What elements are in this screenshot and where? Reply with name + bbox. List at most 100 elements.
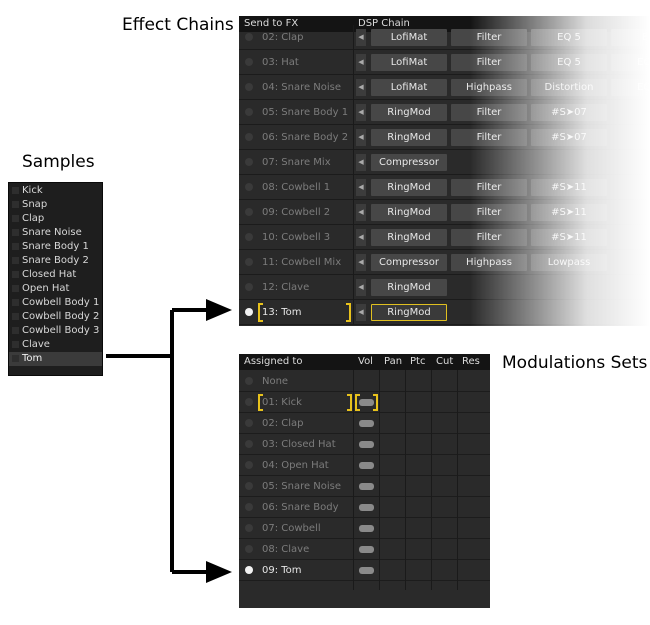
scroll-left-arrow-icon[interactable]: ◀ bbox=[356, 304, 366, 321]
sample-checkbox[interactable] bbox=[12, 187, 19, 194]
sample-item[interactable]: Closed Hat bbox=[9, 268, 102, 282]
row-indicator-led bbox=[245, 545, 253, 553]
modulation-row[interactable]: 03: Closed Hat bbox=[239, 434, 490, 455]
effect-chain-row[interactable]: 07: Snare Mix◀Compressor bbox=[239, 150, 650, 175]
ptc-header: Ptc bbox=[410, 356, 426, 367]
sample-item[interactable]: Clave bbox=[9, 338, 102, 352]
sample-checkbox[interactable] bbox=[12, 271, 19, 278]
chain-name: 11: Cowbell Mix bbox=[262, 257, 342, 268]
modulation-sets-title: Modulations Sets bbox=[502, 353, 648, 373]
column-divider bbox=[353, 150, 354, 175]
sample-item[interactable]: Cowbell Body 3 bbox=[9, 324, 102, 338]
sample-checkbox[interactable] bbox=[12, 313, 19, 320]
volume-envelope-pill[interactable] bbox=[359, 546, 374, 553]
modulation-row[interactable]: 05: Snare Noise bbox=[239, 476, 490, 497]
modulation-row[interactable]: 06: Snare Body bbox=[239, 497, 490, 518]
sample-checkbox[interactable] bbox=[12, 341, 19, 348]
row-indicator-led bbox=[245, 108, 253, 116]
sample-item[interactable]: Cowbell Body 1 bbox=[9, 296, 102, 310]
effect-chain-row[interactable]: 12: Clave◀RingMod bbox=[239, 275, 650, 300]
sample-item[interactable]: Tom bbox=[9, 352, 102, 366]
row-indicator-led bbox=[245, 158, 253, 166]
volume-envelope-pill[interactable] bbox=[359, 504, 374, 511]
effect-chain-row[interactable]: 13: Tom◀RingMod bbox=[239, 300, 650, 325]
sample-item[interactable]: Snap bbox=[9, 198, 102, 212]
modulation-row[interactable]: 08: Clave bbox=[239, 539, 490, 560]
dsp-effect-button[interactable]: LofiMat bbox=[371, 29, 447, 46]
dsp-effect-button[interactable]: RingMod bbox=[371, 279, 447, 296]
scroll-left-arrow-icon[interactable]: ◀ bbox=[356, 204, 366, 221]
modulation-name: 06: Snare Body bbox=[262, 502, 339, 513]
scroll-left-arrow-icon[interactable]: ◀ bbox=[356, 129, 366, 146]
volume-envelope-pill[interactable] bbox=[359, 483, 374, 490]
modulation-row[interactable]: 07: Cowbell bbox=[239, 518, 490, 539]
volume-envelope-pill[interactable] bbox=[359, 420, 374, 427]
sample-checkbox[interactable] bbox=[12, 243, 19, 250]
sample-item[interactable]: Snare Body 2 bbox=[9, 254, 102, 268]
dsp-effect-button[interactable]: RingMod bbox=[371, 229, 447, 246]
dsp-effect-button[interactable]: Compressor bbox=[371, 154, 447, 171]
row-indicator-led bbox=[245, 233, 253, 241]
sample-checkbox[interactable] bbox=[12, 355, 19, 362]
chain-name: 04: Snare Noise bbox=[262, 82, 342, 93]
modulation-row[interactable]: None bbox=[239, 371, 490, 392]
modulation-row[interactable]: 02: Clap bbox=[239, 413, 490, 434]
scroll-left-arrow-icon[interactable]: ◀ bbox=[356, 29, 366, 46]
sample-label: Cowbell Body 2 bbox=[22, 311, 100, 322]
sample-item[interactable]: Open Hat bbox=[9, 282, 102, 296]
sample-label: Snare Body 1 bbox=[22, 241, 89, 252]
sample-item[interactable]: Kick bbox=[9, 184, 102, 198]
connector-line bbox=[106, 308, 208, 574]
dsp-effect-button[interactable]: RingMod bbox=[371, 204, 447, 221]
sample-label: Tom bbox=[22, 353, 43, 364]
scroll-left-arrow-icon[interactable]: ◀ bbox=[356, 104, 366, 121]
sample-checkbox[interactable] bbox=[12, 229, 19, 236]
volume-envelope-pill[interactable] bbox=[359, 567, 374, 574]
sample-checkbox[interactable] bbox=[12, 257, 19, 264]
volume-envelope-pill[interactable] bbox=[359, 399, 374, 406]
sample-item[interactable]: Cowbell Body 2 bbox=[9, 310, 102, 324]
dsp-effect-button[interactable]: RingMod bbox=[371, 179, 447, 196]
scroll-left-arrow-icon[interactable]: ◀ bbox=[356, 154, 366, 171]
row-indicator-led bbox=[245, 258, 253, 266]
row-indicator-led bbox=[245, 33, 253, 41]
scroll-left-arrow-icon[interactable]: ◀ bbox=[356, 279, 366, 296]
sample-checkbox[interactable] bbox=[12, 215, 19, 222]
scroll-left-arrow-icon[interactable]: ◀ bbox=[356, 54, 366, 71]
sample-item[interactable]: Snare Noise bbox=[9, 226, 102, 240]
sample-checkbox[interactable] bbox=[12, 285, 19, 292]
scroll-left-arrow-icon[interactable]: ◀ bbox=[356, 254, 366, 271]
dsp-effect-button[interactable]: RingMod bbox=[371, 104, 447, 121]
column-divider bbox=[457, 370, 458, 590]
sample-label: Open Hat bbox=[22, 283, 70, 294]
sample-checkbox[interactable] bbox=[12, 299, 19, 306]
modulation-row[interactable]: 04: Open Hat bbox=[239, 455, 490, 476]
sample-label: Snare Noise bbox=[22, 227, 82, 238]
dsp-effect-button[interactable]: LofiMat bbox=[371, 54, 447, 71]
assigned-to-header: Assigned to bbox=[244, 356, 303, 367]
dsp-effect-button[interactable]: RingMod bbox=[371, 304, 447, 321]
modulation-name: 02: Clap bbox=[262, 418, 304, 429]
scroll-left-arrow-icon[interactable]: ◀ bbox=[356, 229, 366, 246]
column-divider bbox=[353, 75, 354, 100]
sample-item[interactable]: Clap bbox=[9, 212, 102, 226]
effect-chains-title: Effect Chains bbox=[122, 15, 234, 35]
volume-envelope-pill[interactable] bbox=[359, 462, 374, 469]
column-divider bbox=[431, 370, 432, 590]
sample-checkbox[interactable] bbox=[12, 201, 19, 208]
volume-envelope-pill[interactable] bbox=[359, 441, 374, 448]
sample-label: Closed Hat bbox=[22, 269, 77, 280]
modulation-row[interactable]: 01: Kick bbox=[239, 392, 490, 413]
volume-envelope-pill[interactable] bbox=[359, 525, 374, 532]
sample-item[interactable]: Snare Body 1 bbox=[9, 240, 102, 254]
dsp-effect-button[interactable]: Compressor bbox=[371, 254, 447, 271]
dsp-effect-button[interactable]: LofiMat bbox=[371, 79, 447, 96]
chain-name: 02: Clap bbox=[262, 32, 304, 43]
scroll-left-arrow-icon[interactable]: ◀ bbox=[356, 79, 366, 96]
dsp-effect-button[interactable]: RingMod bbox=[371, 129, 447, 146]
sample-label: Kick bbox=[22, 185, 43, 196]
scroll-left-arrow-icon[interactable]: ◀ bbox=[356, 179, 366, 196]
modulation-row[interactable]: 09: Tom bbox=[239, 560, 490, 581]
sample-checkbox[interactable] bbox=[12, 327, 19, 334]
